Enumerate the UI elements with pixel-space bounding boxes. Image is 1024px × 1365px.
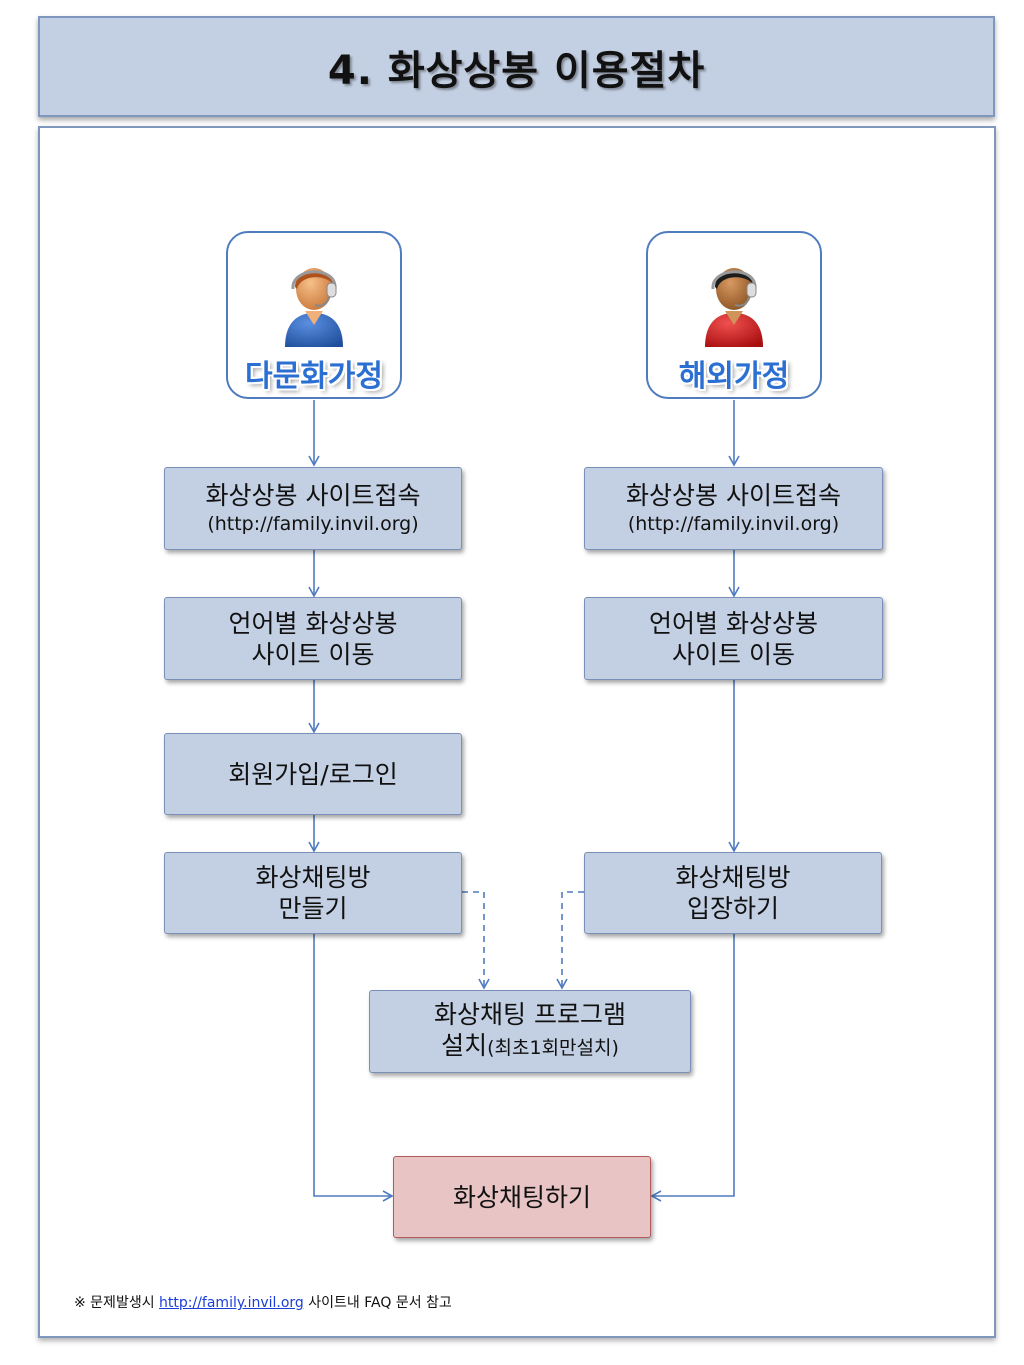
step-right-site-access: 화상상봉 사이트접속 (http://family.invil.org): [584, 467, 883, 550]
step-label: 화상상봉 사이트접속: [626, 481, 841, 510]
step-label: 언어별 화상상봉: [649, 608, 818, 638]
step-label: 만들기: [278, 894, 348, 923]
footnote-prefix: ※ 문제발생시: [74, 1295, 160, 1311]
step-label: 화상채팅방: [255, 863, 371, 892]
step-label: 입장하기: [686, 894, 779, 923]
footnote: ※ 문제발생시 http://family.invil.org 사이트내 FAQ…: [74, 1292, 452, 1312]
step-label: 화상상봉 사이트접속: [205, 481, 421, 510]
step-label: 언어별 화상상봉: [228, 608, 398, 638]
step-label: 화상채팅 프로그램: [434, 1000, 626, 1029]
footnote-suffix: 사이트내 FAQ 문서 참고: [303, 1295, 452, 1311]
step-url: (http://family.invil.org): [627, 513, 840, 535]
step-url: (http://family.invil.org): [207, 513, 419, 535]
arrow-enter-to-install: [556, 891, 584, 990]
step-label-row: 설치(최초1회만설치): [441, 1030, 619, 1064]
person-headset-icon: [705, 268, 763, 347]
faq-link[interactable]: http://family.invil.org: [159, 1295, 304, 1311]
step-label: 사이트 이동: [251, 639, 375, 669]
diagram-frame: [38, 126, 996, 1338]
step-note: (최초1회만설치): [487, 1037, 619, 1059]
step-label: 사이트 이동: [672, 639, 795, 669]
step-left-language-site: 언어별 화상상봉 사이트 이동: [164, 597, 462, 680]
step-label: 화상채팅방: [675, 863, 791, 892]
arrow-left-create-to-final: [313, 934, 394, 1202]
actor-label: 해외가정: [678, 359, 790, 394]
step-install-program: 화상채팅 프로그램 설치(최초1회만설치): [369, 990, 691, 1073]
step-left-create-room: 화상채팅방 만들기: [164, 852, 462, 934]
step-video-chat: 화상채팅하기: [393, 1156, 651, 1238]
step-right-language-site: 언어별 화상상봉 사이트 이동: [584, 597, 883, 680]
actor-label: 다문화가정: [245, 359, 383, 394]
actor-overseas-family: 해외가정: [646, 231, 822, 399]
page-title: 4. 화상상봉 이용절차: [327, 47, 706, 94]
step-label: 회원가입/로그인: [228, 759, 398, 789]
title-bar: 4. 화상상봉 이용절차: [38, 16, 995, 117]
step-left-site-access: 화상상봉 사이트접속 (http://family.invil.org): [164, 467, 462, 550]
step-label: 화상채팅하기: [452, 1182, 591, 1212]
step-left-signup-login: 회원가입/로그인: [164, 733, 462, 815]
step-right-enter-room: 화상채팅방 입장하기: [584, 852, 882, 934]
arrow-create-to-install: [462, 891, 490, 990]
actor-multicultural-family: 다문화가정: [226, 231, 402, 399]
person-headset-icon: [285, 268, 343, 347]
step-label: 설치: [441, 1031, 488, 1060]
arrow-right-enter-to-final: [650, 934, 735, 1202]
